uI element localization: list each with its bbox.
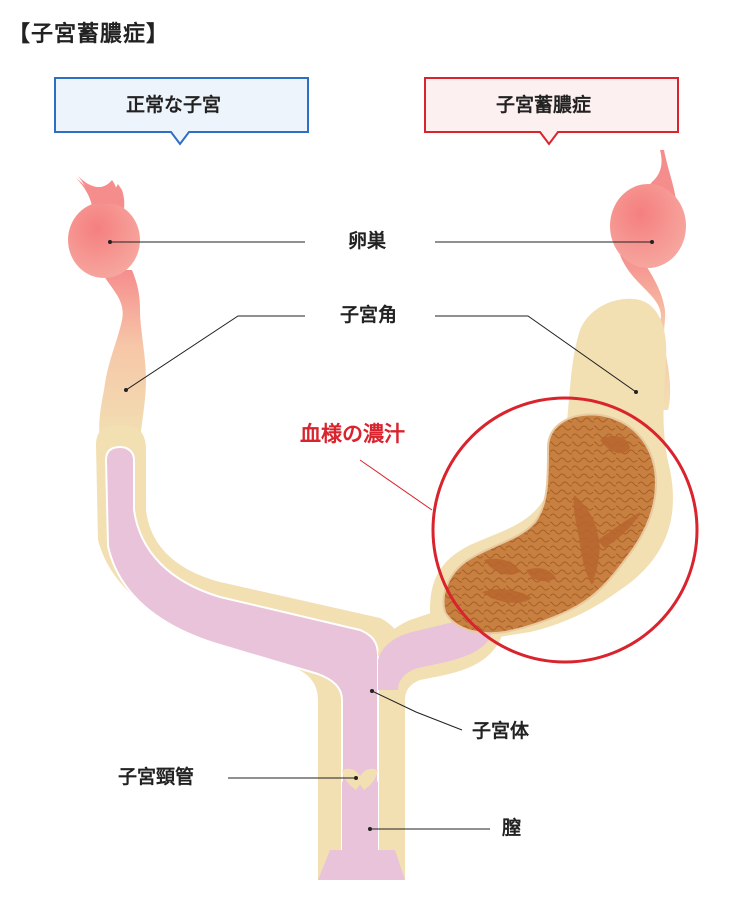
- left-ovary: [68, 202, 140, 278]
- normal-box: [54, 77, 309, 146]
- vagina-label: 膣: [502, 817, 522, 839]
- pus-line: [359, 459, 433, 511]
- pyometra-uterus: [378, 150, 686, 700]
- horn-right-line: [435, 315, 637, 393]
- pus-mass: [442, 413, 657, 635]
- cervix-shape: [318, 768, 405, 880]
- body-line: [371, 690, 463, 731]
- left-horn-wall: [96, 425, 405, 880]
- highlight-circle: [431, 396, 699, 664]
- leader-dots: [108, 240, 654, 831]
- right-ovary: [610, 184, 686, 268]
- leader-lines: [110, 241, 652, 830]
- uterine-body-label: 子宮体: [472, 720, 530, 742]
- pus-streaks: [482, 435, 640, 603]
- bloody-pus-label: 血様の濃汁: [300, 422, 405, 446]
- normal-uterus-label: 正常な子宮: [126, 94, 222, 116]
- uterine-horn-label: 子宮角: [340, 304, 398, 326]
- page-title: 【子宮蓄膿症】: [8, 22, 170, 47]
- ovary-label: 卵巣: [348, 230, 387, 252]
- horn-left-line: [125, 315, 305, 391]
- pyometra-label: 子宮蓄膿症: [496, 94, 592, 116]
- pyometra-box: [424, 77, 679, 146]
- cervix-label: 子宮頸管: [118, 766, 195, 788]
